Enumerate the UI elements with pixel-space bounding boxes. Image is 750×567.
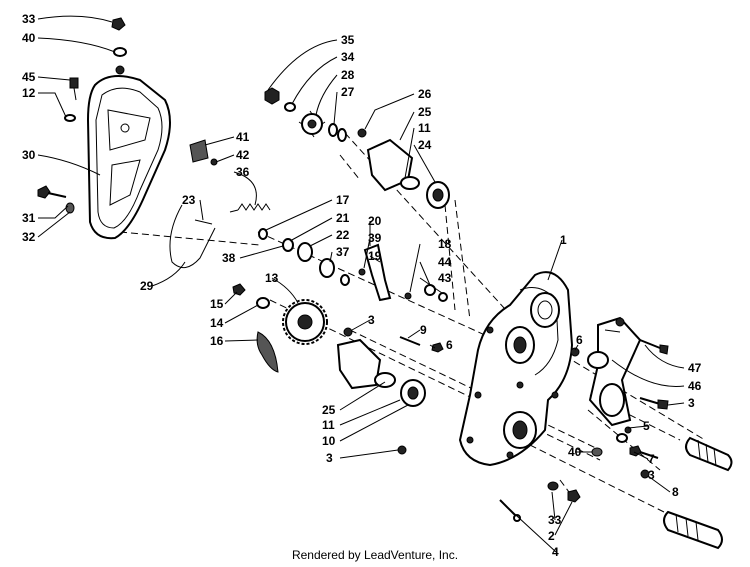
callout: 14 (210, 316, 224, 330)
callout: 38 (222, 251, 236, 265)
callout: 46 (688, 379, 702, 393)
callout: 39 (368, 231, 382, 245)
callout: 19 (368, 249, 382, 263)
callout: 6 (446, 338, 453, 352)
callout: 3 (326, 451, 333, 465)
callout: 13 (265, 271, 279, 285)
callout: 43 (438, 271, 452, 285)
callout: 7 (648, 452, 655, 466)
lower-sprocket (232, 283, 328, 345)
chaincase-cover (86, 65, 171, 240)
callout: 21 (336, 211, 350, 225)
callout: 37 (336, 245, 350, 259)
callout: 11 (418, 121, 431, 135)
callout: 47 (688, 361, 702, 375)
callout: 31 (22, 211, 36, 225)
callout: 33 (22, 12, 36, 26)
bottom-bolt (499, 481, 581, 522)
drive-chain (256, 331, 279, 373)
fill-plug (64, 77, 79, 122)
mount-plate (587, 316, 669, 427)
lower-bearing-bracket (336, 327, 426, 455)
chaincase-housing (458, 271, 574, 467)
callout: 4 (552, 545, 559, 559)
tensioner-wire (169, 204, 216, 269)
footer-credit: Rendered by LeadVenture, Inc. (291, 548, 459, 562)
cover-top-bolt (111, 17, 127, 57)
callout: 15 (210, 297, 224, 311)
callout: 5 (643, 419, 650, 433)
callout: 42 (236, 148, 250, 162)
middle-shaft-parts (258, 228, 448, 302)
callout: 34 (341, 50, 355, 64)
stud-and-nut (399, 336, 444, 353)
cover-side-bolt (37, 185, 75, 214)
callout: 9 (420, 323, 427, 337)
callout: 16 (210, 334, 224, 348)
callout: 26 (418, 87, 432, 101)
callout: 29 (140, 279, 154, 293)
leader-lines (37, 15, 685, 553)
chain-pad (189, 139, 218, 166)
callout: 22 (336, 228, 350, 242)
callout: 3 (368, 313, 375, 327)
callout: 28 (341, 68, 355, 82)
callout-labels: 33 40 45 12 30 31 32 35 34 28 27 26 25 1… (22, 12, 702, 559)
callout: 18 (438, 237, 452, 251)
callout: 45 (22, 70, 36, 84)
callout: 40 (22, 31, 36, 45)
callout: 30 (22, 148, 36, 162)
callout: 33 (548, 513, 562, 527)
callout: 10 (322, 434, 336, 448)
callout: 23 (182, 193, 196, 207)
callout: 3 (648, 468, 655, 482)
callout: 24 (418, 138, 432, 152)
callout: 11 (322, 418, 335, 432)
callout: 25 (418, 105, 432, 119)
callout: 12 (22, 86, 36, 100)
callout: 36 (236, 165, 250, 179)
callout: 27 (341, 85, 355, 99)
callout: 41 (236, 130, 250, 144)
upper-shaft-parts (264, 87, 347, 142)
upper-bearing-bracket (357, 128, 450, 209)
callout: 8 (672, 485, 679, 499)
shaft-ends (663, 436, 733, 550)
callout: 35 (341, 33, 355, 47)
callout: 40 (568, 445, 582, 459)
callout: 20 (368, 214, 382, 228)
callout: 1 (560, 233, 567, 247)
callout: 3 (688, 396, 695, 410)
callout: 17 (336, 193, 350, 207)
callout: 25 (322, 403, 336, 417)
callout: 2 (548, 529, 555, 543)
tensioner-spring (229, 203, 271, 213)
callout: 32 (22, 230, 36, 244)
callout: 44 (438, 255, 452, 269)
callout: 6 (576, 333, 583, 347)
